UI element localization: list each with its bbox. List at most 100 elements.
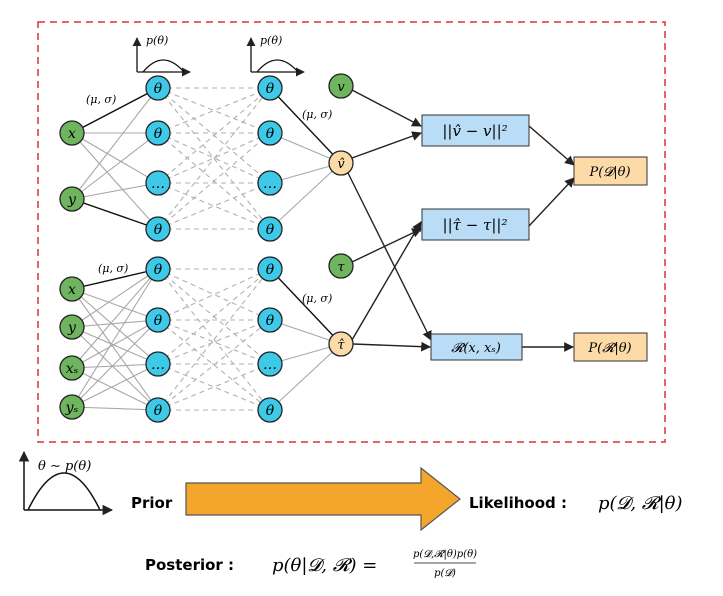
hidden-node-bottom-l1-2: … [257,351,283,377]
dashed-weight [157,132,271,184]
dashed-weight [157,268,271,321]
tau-loss-label: ||τ̂ − τ||² [443,216,508,234]
dashed-weight [157,319,271,365]
dashed-weight [157,319,271,411]
dashed-weight [157,87,271,134]
hidden-node-top-l0-3-label: θ [154,222,163,238]
hidden-node-top-l1-2: … [257,170,283,196]
hidden-node-bottom-l0-0: θ [145,256,171,282]
dashed-edges [157,87,271,411]
hidden-node-top-l1-3: θ [257,216,283,242]
hidden-node-top-l0-2: … [145,170,171,196]
weight-edge [71,132,159,230]
posterior-word: Posterior : [145,556,234,574]
v-loss-box: ||v̂ − v||² [421,114,530,147]
input-node-bottom-2: xₛ [59,355,85,381]
prior-to-likelihood-arrow [185,466,461,532]
input-node-top-1-label: y [67,192,77,208]
dashed-weight [157,268,271,321]
v-loss-label: ||v̂ − v||² [442,122,507,140]
weight-edge [71,406,159,411]
highlight-edge [71,198,159,230]
output-edge [269,87,342,164]
output-edge [269,343,342,411]
prior-plot-icon-1: p(θ) [132,34,191,77]
arrow-tauhat-to-loss [351,221,422,341]
likelihood-formula: p(𝓓, 𝓡|θ) [598,493,683,514]
weight-edge [71,367,159,411]
residual-box: 𝓡(x, xₛ) [430,333,523,361]
dashed-weight [157,132,271,184]
prior-distribution-sketch: θ ∼ p(θ) [18,450,114,516]
arrow-tauhat-to-residual [352,341,431,352]
hidden-node-top-l1-2-label: … [263,176,277,192]
dashed-weight [157,182,271,230]
weight-edge [71,319,159,408]
input-node-bottom-2-label: xₛ [66,361,79,377]
hidden-node-top-l0-2-label: … [151,176,165,192]
hidden-node-top-l0-0-label: θ [154,81,163,97]
param-label-bottom-in: (μ, σ) [98,262,128,275]
dashed-weight [157,87,271,184]
weight-edge [71,288,159,321]
tau-loss-box: ||τ̂ − τ||² [421,208,530,241]
observed-node-tau-label: τ [337,260,345,275]
output-node-tau-hat-label: τ̂ [337,338,345,353]
hidden-node-bottom-l0-3-label: θ [154,403,163,419]
weight-edge [71,87,159,200]
posterior-denominator: p(𝓓) [434,568,456,579]
posterior-numerator: p(𝓓,𝓡|θ)p(θ) [413,549,477,560]
dashed-weight [157,132,271,230]
arrow-vhat-to-residual [347,172,432,341]
weight-edge [71,132,159,200]
hidden-node-bottom-l1-1-label: θ [266,313,275,329]
output-node-tau-hat: τ̂ [328,331,354,357]
prior-label-2: p(θ) [260,34,282,47]
residual-label: 𝓡(x, xₛ) [451,341,501,356]
hidden-node-bottom-l1-1: θ [257,307,283,333]
residual-likelihood-label: P(𝓡|θ) [587,341,631,356]
prior-word: Prior [131,494,173,512]
prior-label-1: p(θ) [146,34,168,47]
input-node-bottom-0-label: x [68,282,76,298]
hidden-node-bottom-l1-2-label: … [263,357,277,373]
hidden-node-top-l1-1: θ [257,120,283,146]
weight-edge [71,288,159,365]
input-node-top-0: x [59,120,85,146]
input-node-bottom-1: y [59,314,85,340]
weight-edge [71,288,159,411]
hidden-node-bottom-l1-0-label: θ [266,262,275,278]
param-label-top-in: (μ, σ) [86,93,116,106]
hidden-node-top-l1-0: θ [257,75,283,101]
weight-edge [71,326,159,411]
dashed-weight [157,182,271,230]
arrow-v-to-loss [351,89,422,127]
hidden-node-bottom-l0-1: θ [145,307,171,333]
weight-edge [71,268,159,408]
dashed-weight [157,268,271,411]
arrow-vloss-to-likelihood [528,125,575,166]
observed-node-v: v [328,73,354,99]
weight-edge [71,319,159,369]
input-node-top-0-label: x [68,126,76,142]
observed-node-tau: τ [328,253,354,279]
input-node-bottom-0: x [59,276,85,302]
output-edge [269,162,342,230]
hidden-node-bottom-l0-2-label: … [151,357,165,373]
weight-edge [71,182,159,200]
highlight-edge [71,87,159,134]
prior-formula: θ ∼ p(θ) [38,459,91,474]
input-node-bottom-1-label: y [67,320,77,336]
output-node-v-hat-label: v̂ [337,157,345,172]
weight-edge [71,268,159,369]
input-node-bottom-3-label: yₛ [65,400,79,416]
input-node-bottom-3: yₛ [59,394,85,420]
hidden-node-top-l1-0-label: θ [266,81,275,97]
arrow-tau-to-loss [351,228,422,263]
output-edge [269,132,342,164]
hidden-node-top-l0-0: θ [145,75,171,101]
weight-edge [71,268,159,328]
dashed-weight [157,363,271,411]
dashed-weight [157,319,271,411]
